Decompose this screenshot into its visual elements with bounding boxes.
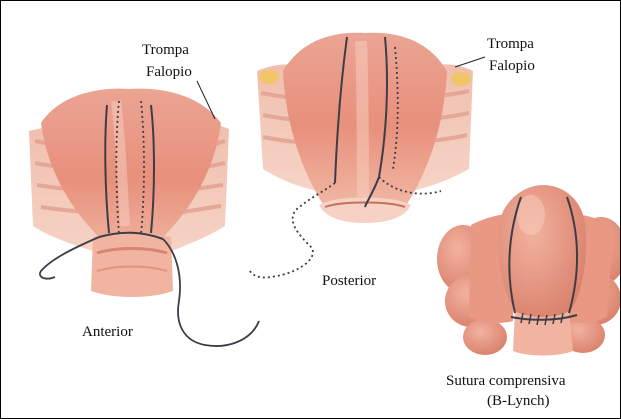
anterior-label: Anterior: [82, 323, 133, 342]
fallopian-tube-label-left-line1: Trompa: [142, 41, 189, 60]
fallopian-tube-label-left-line2: Falopio: [146, 63, 192, 82]
fallopian-tube-label-right-line2: Falopio: [489, 57, 535, 76]
b-lynch-uterus: [437, 185, 621, 356]
posterior-label: Posterior: [322, 272, 376, 291]
fallopian-tube-label-right-line1: Trompa: [487, 35, 534, 54]
anterior-uterus: [29, 81, 259, 346]
compression-suture-label: Sutura comprensiva: [446, 372, 566, 391]
b-lynch-label: (B-Lynch): [487, 392, 549, 411]
